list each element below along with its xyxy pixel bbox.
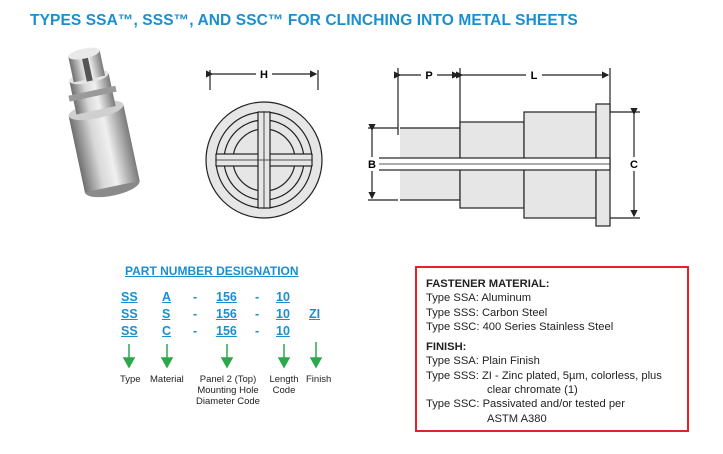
pn-dash: - [255, 307, 260, 321]
pn-panel: 156 [216, 324, 237, 338]
label-panel: Panel 2 (Top) Mounting Hole Diameter Cod… [195, 374, 261, 407]
part-number-heading: PART NUMBER DESIGNATION [125, 264, 299, 278]
pn-dash: - [193, 290, 198, 304]
dimension-h: H [260, 69, 268, 81]
pn-length: 10 [276, 324, 290, 338]
pn-material: A [162, 290, 172, 304]
arrow-down-icon [122, 357, 136, 369]
material-line: Type SSS: Carbon Steel [426, 306, 548, 319]
finish-line: Type SSA: Plain Finish [426, 355, 540, 368]
pn-panel: 156 [216, 307, 237, 321]
designation-arrows [122, 342, 323, 369]
dimension-l: L [531, 70, 538, 82]
label-length-line: Length [269, 374, 299, 385]
fastener-drawings: H P L B C [68, 47, 641, 227]
material-line: Type SSC: 400 Series Stainless Steel [426, 320, 614, 333]
finish-line: Type SSC: Passivated and/or tested per [426, 398, 625, 411]
pn-panel: 156 [216, 290, 237, 304]
material-line: Type SSA: Aluminum [426, 292, 532, 305]
pn-length: 10 [276, 290, 290, 304]
label-type: Type [120, 374, 141, 385]
label-finish: Finish [306, 374, 332, 385]
material-finish-box: FASTENER MATERIAL: Type SSA: Aluminum Ty… [415, 266, 689, 432]
page-title: TYPES SSA™, SSS™, AND SSC™ FOR CLINCHING… [30, 12, 578, 29]
pn-finish: ZI [309, 307, 321, 321]
pn-material: S [162, 307, 171, 321]
pn-material: C [162, 324, 172, 338]
pn-type: SS [121, 324, 138, 338]
arrow-down-icon [160, 357, 174, 369]
pn-dash: - [193, 307, 198, 321]
label-panel-line: Panel 2 (Top) [199, 374, 257, 385]
pn-dash: - [193, 324, 198, 338]
fastener-material-heading: FASTENER MATERIAL: [426, 278, 550, 290]
arrow-down-icon [220, 357, 234, 369]
label-length-line: Code [272, 385, 296, 396]
label-length: Length Code [266, 374, 302, 396]
label-panel-line: Mounting Hole [197, 385, 259, 396]
pn-length: 10 [276, 307, 290, 321]
fastener-photo [68, 47, 140, 198]
finish-line: clear chromate (1) [487, 384, 578, 397]
label-panel-line: Diameter Code [196, 396, 260, 407]
arrow-down-icon [309, 357, 323, 369]
pn-dash: - [255, 324, 260, 338]
finish-line: Type SSS: ZI - Zinc plated, 5µm, colorle… [426, 369, 662, 382]
end-view [205, 70, 323, 219]
dimension-p: P [425, 70, 432, 82]
arrow-down-icon [277, 357, 291, 369]
side-view [368, 68, 640, 227]
dimension-c: C [630, 159, 638, 171]
pn-dash: - [255, 290, 260, 304]
finish-line: ASTM A380 [487, 412, 547, 425]
label-material: Material [150, 374, 184, 385]
dimension-b: B [368, 159, 376, 171]
finish-heading: FINISH: [426, 341, 467, 354]
pn-type: SS [121, 290, 138, 304]
pn-type: SS [121, 307, 138, 321]
